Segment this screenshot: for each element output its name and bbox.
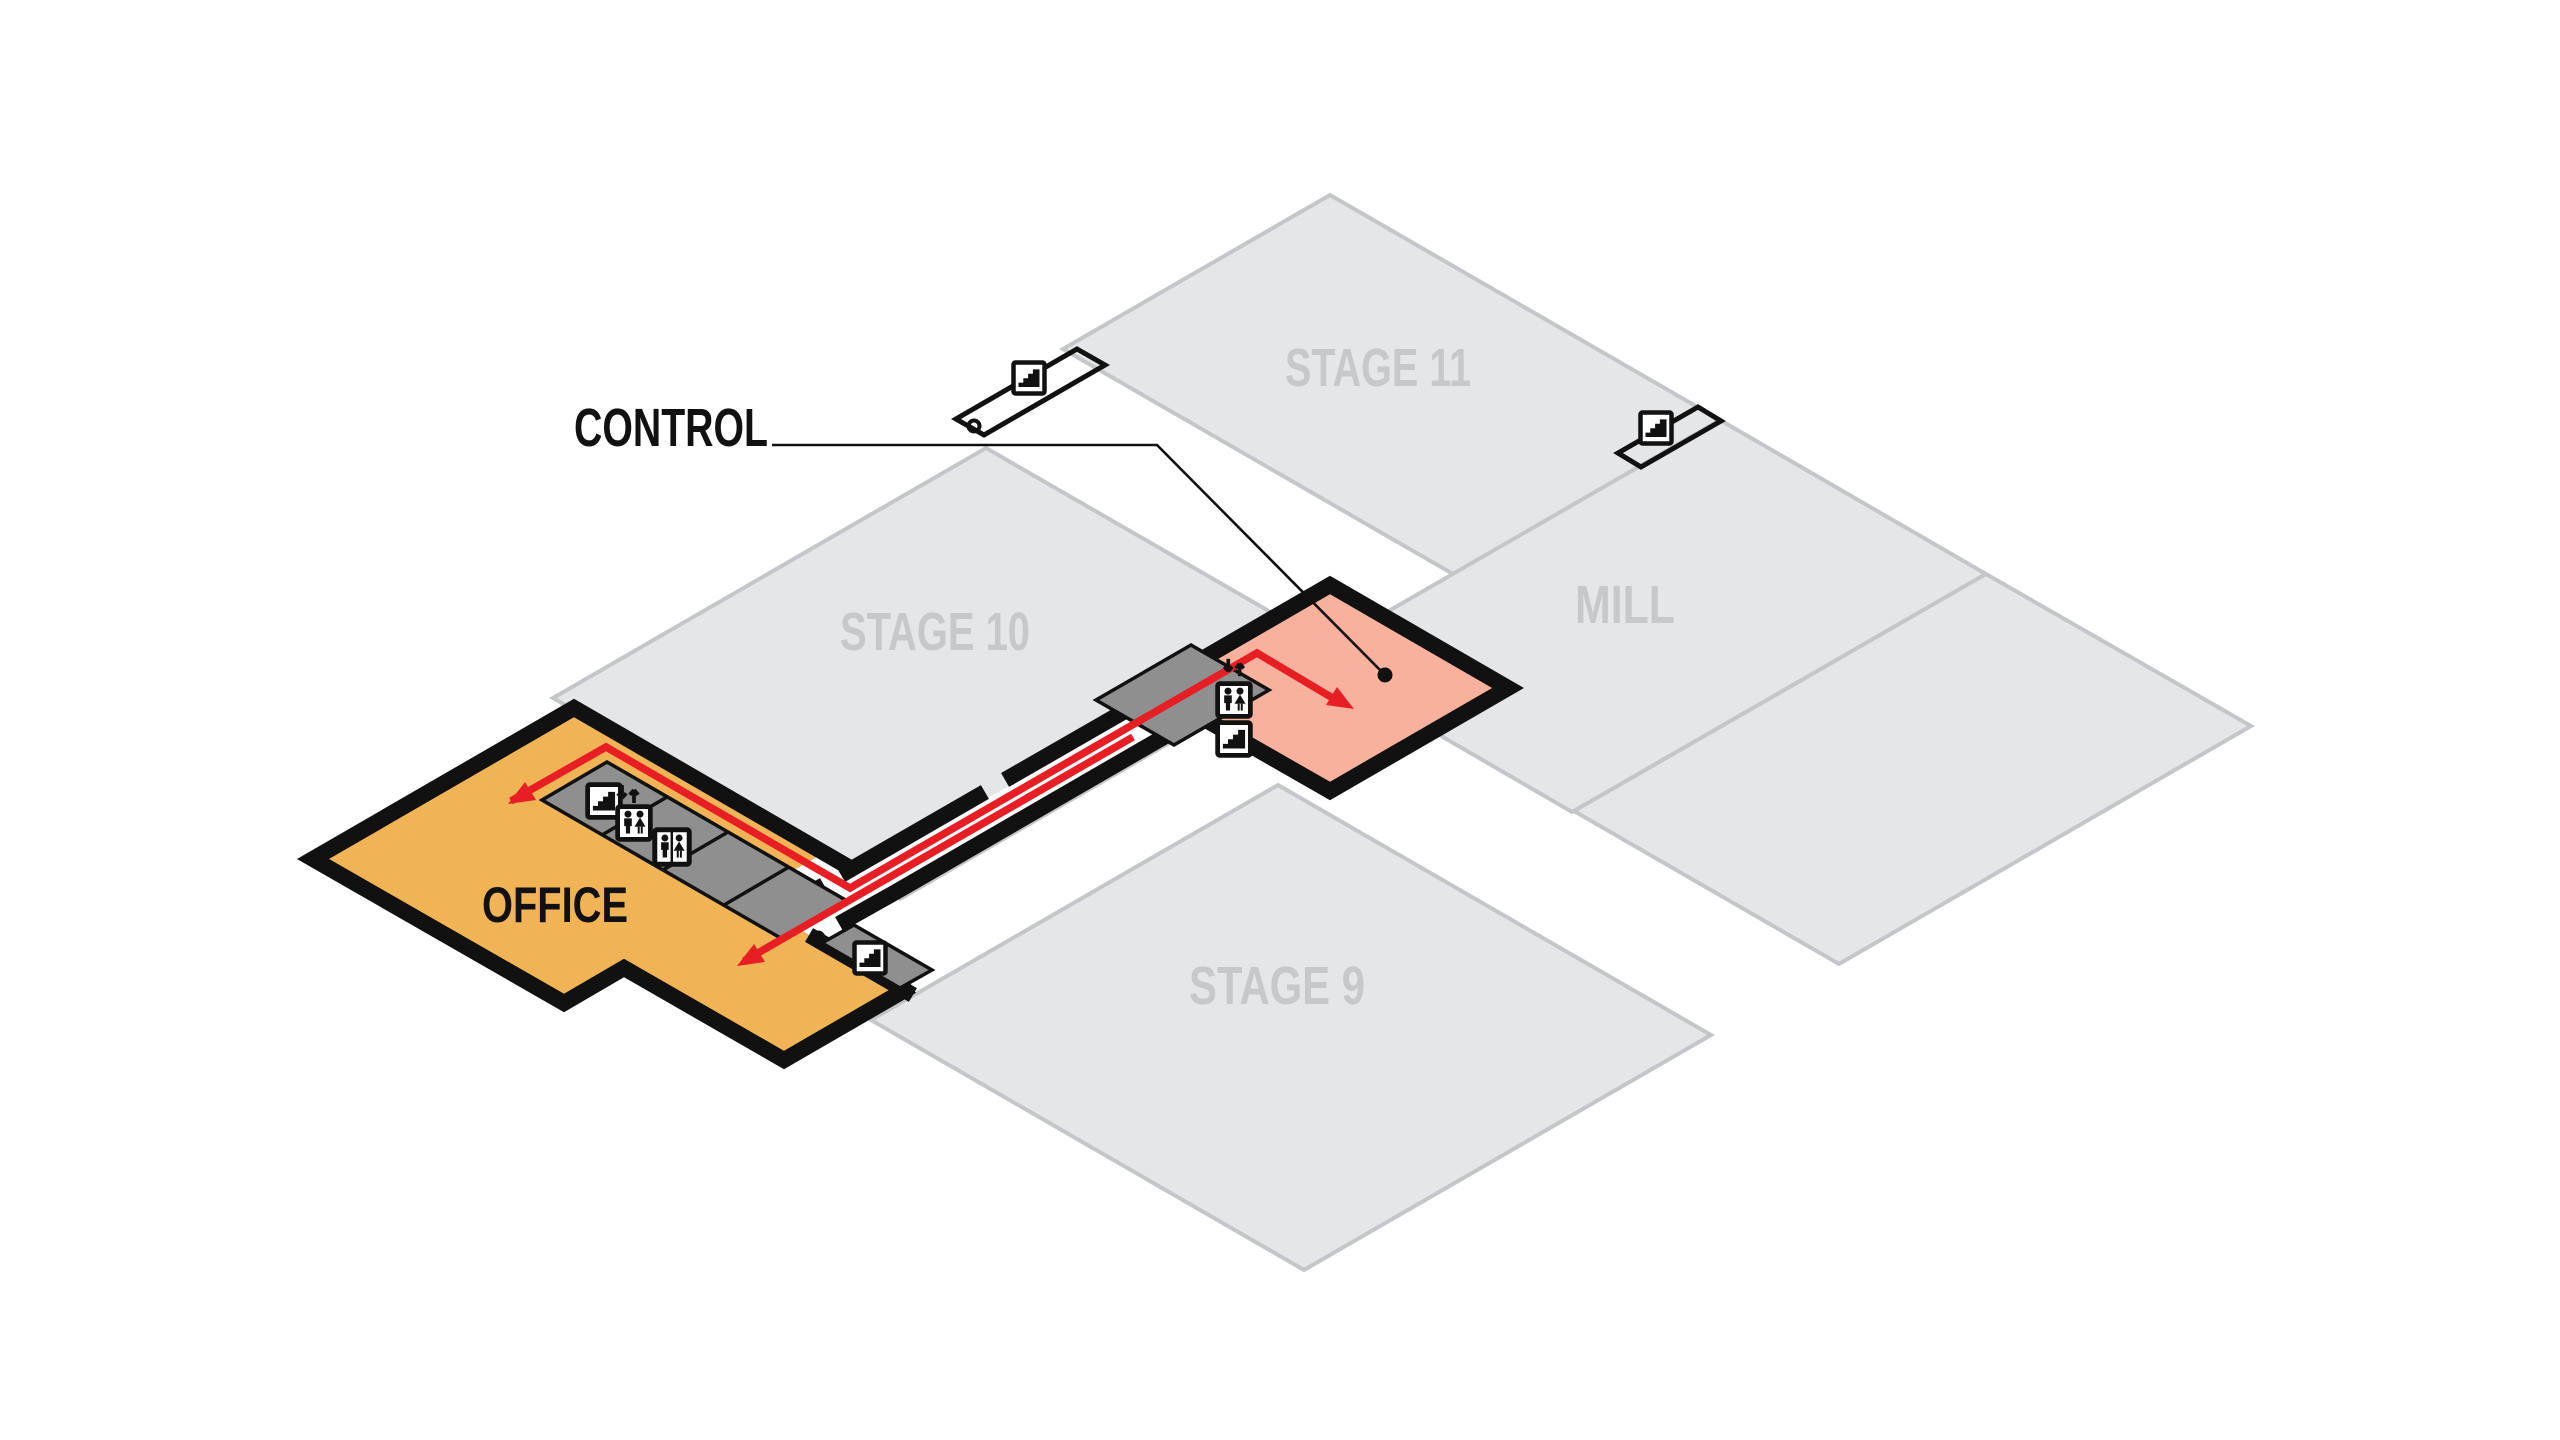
landing-end-hook <box>810 930 826 946</box>
office-floor <box>313 708 905 1060</box>
restroom-icon <box>655 830 689 864</box>
stage-9-label: STAGE 9 <box>1189 956 1365 1016</box>
annex-area <box>1569 571 2256 967</box>
routes <box>508 648 1354 966</box>
stage-10-label: STAGE 10 <box>840 602 1030 662</box>
control-room-border <box>1141 575 1524 801</box>
stage-11-label: STAGE 11 <box>1285 338 1471 398</box>
mill-label: MILL <box>1575 575 1675 635</box>
elevator-icon <box>1218 684 1251 717</box>
stairs-icon <box>1218 723 1251 756</box>
corridor-wall-northwest-2 <box>837 785 989 882</box>
stage-9-area <box>867 782 1715 1273</box>
route-arrow-into-office <box>508 782 536 804</box>
callout-leader-line <box>772 443 1386 676</box>
route-to-office-south <box>742 733 1135 965</box>
callout-dot <box>1377 667 1393 683</box>
office-label: OFFICE <box>482 877 628 933</box>
office-border <box>296 698 916 1070</box>
stairs-icon <box>855 943 886 974</box>
route-arrow-into-control <box>1326 687 1354 709</box>
control-callout-label: CONTROL <box>574 398 768 458</box>
office-core-divider <box>723 865 790 907</box>
stairs-icon <box>1641 413 1672 444</box>
area-labels: STAGE 11 STAGE 10 MILL STAGE 9 OFFICE <box>482 338 1675 1016</box>
corridor-wall-southeast <box>835 705 1211 931</box>
stage-buildings <box>549 192 2256 1273</box>
stage-10-area <box>549 445 1337 902</box>
route-to-control <box>509 648 1343 893</box>
route-arrow-into-office-south <box>737 944 765 966</box>
control-callout: CONTROL <box>574 398 1393 683</box>
corridor-floor <box>780 696 1193 934</box>
stage11-west-ramp <box>950 346 1111 438</box>
stairs-icon <box>1014 363 1045 394</box>
elevator-icon <box>618 807 651 840</box>
ramp-end-hook <box>966 418 982 434</box>
